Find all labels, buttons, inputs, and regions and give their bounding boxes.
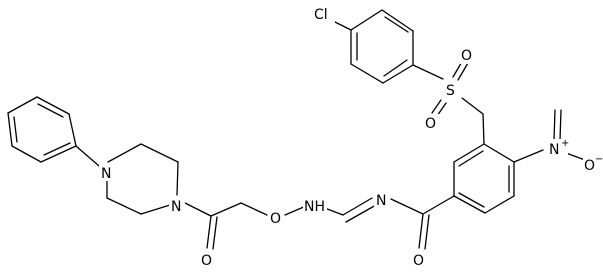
atom-label-o-nitro-minus: O xyxy=(584,158,595,174)
atom-n-piperazine-top: N xyxy=(99,163,115,182)
atom-label-o-amide: O xyxy=(413,253,424,269)
atom-label-n-imine: N xyxy=(376,193,386,209)
atom-label-o-ketone: O xyxy=(201,253,212,269)
atom-label-cl: Cl xyxy=(314,7,328,23)
atom-nh: NH xyxy=(303,196,327,215)
bond-piperazine-phenyl xyxy=(75,145,100,167)
atom-label-o-ether: O xyxy=(270,211,281,227)
nitrobenzamide-ring xyxy=(453,113,515,214)
phenyl-ring xyxy=(7,96,77,163)
atom-label-nh: NH xyxy=(304,199,325,215)
atom-o-amide: O xyxy=(411,250,427,269)
piperazine-ring xyxy=(106,143,179,215)
atom-label-n-nitro: N xyxy=(549,142,559,158)
atom-o-ether: O xyxy=(268,208,284,227)
amidine-bonds xyxy=(321,197,377,223)
atom-n-imine: N xyxy=(374,190,390,209)
atom-label-o-sulfonyl-top: O xyxy=(461,48,472,64)
bond-ring-s xyxy=(412,64,444,80)
atom-s: S xyxy=(443,81,459,99)
atom-o-sulfonyl-top: O xyxy=(459,46,475,64)
atom-n-nitro: N + xyxy=(544,138,569,158)
oxyacetyl-bonds xyxy=(184,202,307,250)
atom-cl: Cl xyxy=(313,3,335,23)
atom-label-s: S xyxy=(446,83,455,99)
atom-label-n-piperazine-top: N xyxy=(101,166,111,182)
nitro-bonds xyxy=(513,109,586,163)
atom-label-o-sulfonyl-bottom: O xyxy=(425,116,436,132)
atom-label-n-piperazine-bottom: N xyxy=(171,199,181,215)
amide-bonds xyxy=(390,195,455,250)
atom-o-ketone: O xyxy=(199,250,215,269)
nitro-o-charge: − xyxy=(595,154,603,165)
atom-o-nitro-minus: O − xyxy=(583,154,603,174)
atom-o-sulfonyl-bottom: O xyxy=(423,114,439,132)
chlorophenyl-ring xyxy=(350,9,414,84)
nitro-n-charge: + xyxy=(561,138,569,149)
atom-n-piperazine-bottom: N xyxy=(169,196,185,215)
